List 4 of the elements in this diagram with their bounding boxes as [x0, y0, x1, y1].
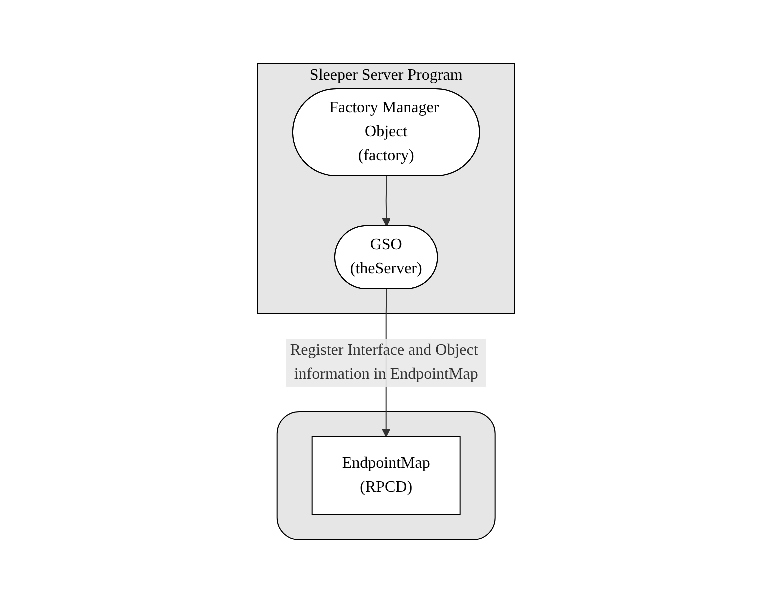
node-box: EndpointMap (RPCD) [312, 436, 460, 515]
cluster [276, 411, 496, 540]
arrow [382, 176, 391, 226]
edge-label: Register Interface and Object information in EndpointMap [290, 341, 478, 382]
